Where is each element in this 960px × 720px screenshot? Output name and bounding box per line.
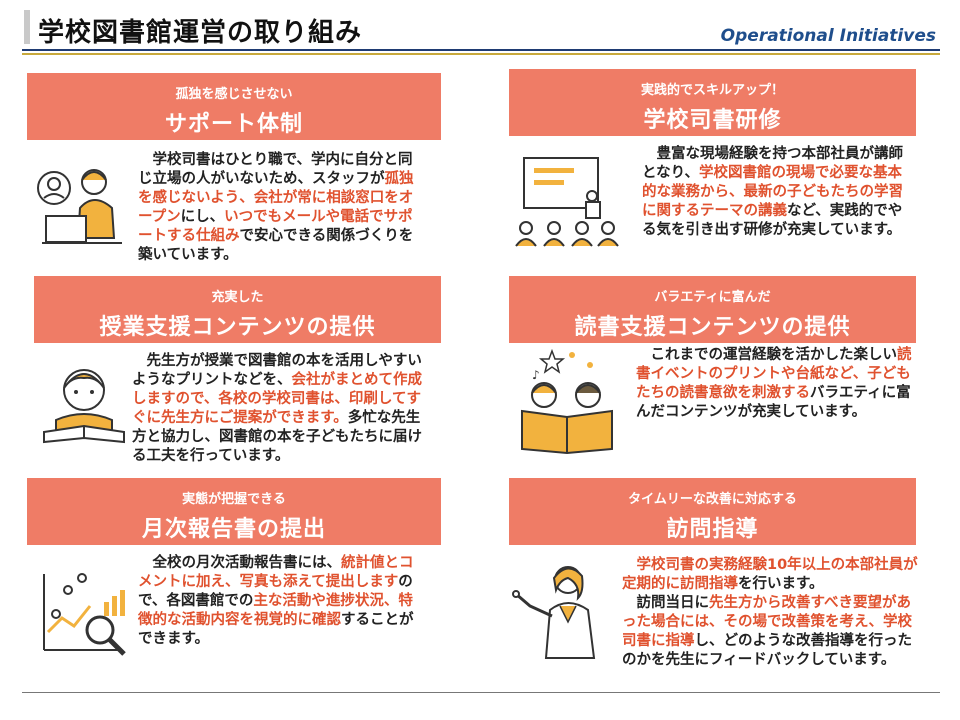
page-subtitle: Operational Initiatives bbox=[720, 26, 936, 46]
banner-training: 実践的でスキルアップ！ 学校司書研修 bbox=[509, 69, 916, 136]
support-text-3: で安心できる関係づくりを築いています。 bbox=[138, 228, 414, 263]
svg-text:♪: ♪ bbox=[532, 368, 540, 382]
visit-text-2: 訪問当日に bbox=[636, 595, 710, 611]
monthly-report-text: 全校の月次活動報告書には、統計値とコメントに加え、写真も添えて提出しますので、各… bbox=[138, 554, 416, 649]
support-text: 学校司書はひとり職で、学内に自分と同じ立場の人がいないため、スタッフが孤独を感じ… bbox=[138, 151, 418, 265]
visit-text-3: し、どのような改善指導を行ったのかを先生にフィードバックしています。 bbox=[622, 633, 912, 668]
woman-pointing-icon bbox=[512, 566, 596, 659]
banner-visit-main: 訪問指導 bbox=[666, 517, 759, 542]
visit-text-1: を行います。 bbox=[738, 576, 824, 592]
reading-support-text-2: バラエティに富んだコンテンツが充実しています。 bbox=[636, 385, 911, 420]
reading-support-text-1: これまでの運営経験を活かした楽しい bbox=[650, 347, 898, 363]
monthly-report-text-3: することができます。 bbox=[138, 612, 414, 647]
training-text-2: など、実践的でやる気を引き出す研修が充実しています。 bbox=[642, 203, 903, 238]
banner-class-support: 充実した 授業支援コンテンツの提供 bbox=[34, 276, 441, 343]
training-text: 豊富な現場経験を持つ本部社員が講師となり、学校図書館の現場で必要な基本的な業務か… bbox=[642, 145, 914, 240]
banner-visit: タイムリーな改善に対応する 訪問指導 bbox=[509, 478, 916, 545]
banner-visit-sub: タイムリーな改善に対応する bbox=[628, 492, 797, 507]
monthly-report-highlight-2: 主な活動や進捗状況、特徴的な活動内容を視覚的に確認 bbox=[138, 593, 413, 628]
children-book-icon: ♪ bbox=[521, 348, 613, 455]
banner-monthly-report-sub: 実態が把握できる bbox=[182, 492, 286, 507]
reading-support-highlight-1: 読書イベントのプリントや台紙など、子どもたちの読書意欲を刺激する bbox=[636, 347, 912, 401]
footer-rule bbox=[22, 692, 940, 693]
banner-monthly-report-main: 月次報告書の提出 bbox=[141, 517, 326, 542]
class-support-text-1: 先生方が授業で図書館の本を活用しやすいようなプリントなどを、 bbox=[132, 353, 422, 388]
banner-training-sub: 実践的でスキルアップ！ bbox=[640, 83, 784, 98]
monthly-report-highlight-1: 統計値とコメントに加え、写真も添えて提出します bbox=[138, 555, 414, 590]
banner-class-support-main: 授業支援コンテンツの提供 bbox=[99, 315, 376, 340]
support-text-1: 学校司書はひとり職で、学内に自分と同じ立場の人がいないため、スタッフが bbox=[138, 152, 413, 187]
training-highlight-1: 学校図書館の現場で必要な基本的な業務から、最新の子どもたちの学習に関するテーマの… bbox=[642, 165, 903, 219]
visit-text: 学校司書の実務経験10年以上の本部社員が定期的に訪問指導を行います。 訪問当日に… bbox=[622, 556, 918, 670]
title-accent-bar bbox=[24, 10, 30, 44]
monthly-report-text-2: ので、各図書館での bbox=[138, 574, 413, 609]
header-rule-gold bbox=[22, 53, 940, 55]
banner-training-main: 学校司書研修 bbox=[643, 108, 782, 133]
banner-monthly-report: 実態が把握できる 月次報告書の提出 bbox=[27, 478, 441, 545]
banner-reading-support-sub: バラエティに富んだ bbox=[654, 290, 771, 305]
lecture-icon bbox=[515, 157, 619, 247]
monthly-report-text-1: 全校の月次活動報告書には、 bbox=[152, 555, 342, 571]
banner-reading-support: バラエティに富んだ 読書支援コンテンツの提供 bbox=[509, 276, 916, 343]
chart-magnifier-icon bbox=[43, 573, 126, 656]
visit-highlight-1: 学校司書の実務経験10年以上の本部社員が定期的に訪問指導 bbox=[622, 557, 918, 592]
class-support-text: 先生方が授業で図書館の本を活用しやすいようなプリントなどを、会社がまとめて作成し… bbox=[132, 352, 430, 466]
header-rule-navy bbox=[22, 49, 940, 51]
banner-support: 孤独を感じさせない サポート体制 bbox=[27, 73, 441, 140]
class-support-text-2: 多忙な先生方と協力し、図書館の本を子どもたちに届ける工夫を行っています。 bbox=[132, 410, 422, 464]
visit-highlight-2: 先生方から改善すべき要望があった場合には、その場で改善策を考え、学校司書に指導 bbox=[622, 595, 912, 649]
banner-reading-support-main: 読書支援コンテンツの提供 bbox=[574, 315, 851, 340]
page-title: 学校図書館運営の取り組み bbox=[38, 18, 363, 48]
banner-support-main: サポート体制 bbox=[164, 112, 303, 137]
support-text-2: にし、 bbox=[180, 209, 225, 225]
banner-support-sub: 孤独を感じさせない bbox=[175, 87, 293, 102]
support-highlight-1: 孤独を感じないよう、会社が常に相談窓口をオープン bbox=[138, 171, 414, 225]
support-highlight-2: いつでもメールや電話でサポートする仕組み bbox=[138, 209, 413, 244]
class-support-highlight-1: 会社がまとめて作成しますので、各校の学校司書は、印刷してすぐに先生方にご提案がで… bbox=[132, 372, 422, 426]
person-laptop-icon bbox=[37, 169, 122, 244]
training-text-1: 豊富な現場経験を持つ本部社員が講師となり、 bbox=[642, 146, 903, 181]
banner-class-support-sub: 充実した bbox=[211, 290, 264, 305]
child-reading-icon bbox=[43, 369, 125, 444]
reading-support-text: これまでの運営経験を活かした楽しい読書イベントのプリントや台紙など、子どもたちの… bbox=[636, 346, 914, 422]
